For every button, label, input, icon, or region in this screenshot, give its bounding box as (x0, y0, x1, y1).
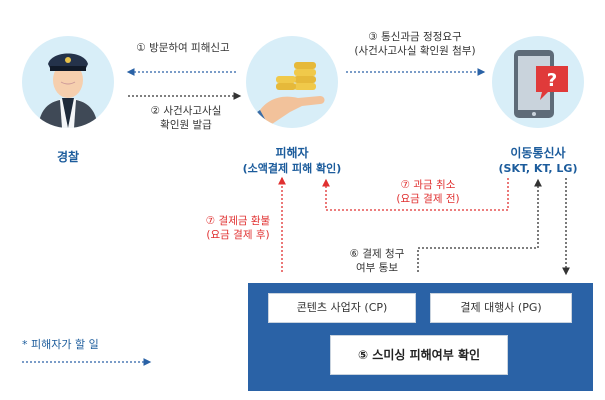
arrow-6 (417, 178, 542, 272)
svg-text:?: ? (547, 70, 557, 91)
step-7-refund-note: ⑦ 결제금 환불(요금 결제 후) (205, 215, 271, 241)
carrier-sublabel: (SKT, KT, LG) (498, 162, 578, 175)
step-1-note: ① 방문하여 피해신고 (136, 42, 230, 54)
cp-box: 콘텐츠 사업자 (CP) (268, 293, 416, 323)
carrier-illustration: ? (492, 36, 584, 128)
carrier-label: 이동통신사 (SKT, KT, LG) (478, 146, 598, 176)
coins-hand-icon (246, 62, 325, 128)
police-officer-icon (38, 53, 98, 128)
victim-label: 피해자 (소액결제 피해 확인) (222, 146, 362, 176)
arrow-7b (322, 178, 509, 211)
smishing-check-box: ⑤ 스미싱 피해여부 확인 (330, 335, 508, 375)
phone-alert-icon: ? (514, 50, 568, 118)
pg-box: 결제 대행사 (PG) (430, 293, 572, 323)
legend-label: * 피해자가 할 일 (22, 338, 99, 351)
step-3-note: ③ 통신과금 정정요구(사건사고사실 확인원 첨부) (354, 31, 476, 57)
victim-sublabel: (소액결제 피해 확인) (242, 162, 342, 175)
victim-illustration (246, 36, 338, 128)
police-illustration (22, 36, 114, 128)
police-label: 경찰 (56, 150, 80, 164)
verification-panel: 콘텐츠 사업자 (CP) 결제 대행사 (PG) ⑤ 스미싱 피해여부 확인 (248, 283, 593, 391)
step-7-cancel-note: ⑦ 과금 취소(요금 결제 전) (396, 179, 460, 205)
